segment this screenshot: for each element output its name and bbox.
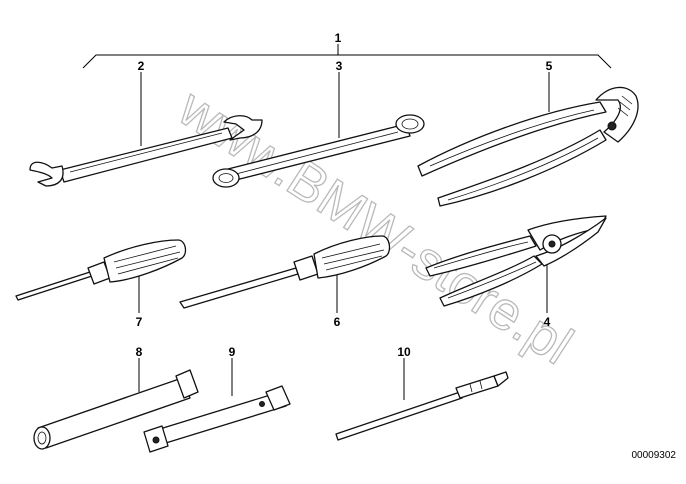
callout-labels: 1 2 3 5 7 6 4 8 9 10 bbox=[136, 31, 553, 359]
water-pump-pliers bbox=[417, 86, 639, 207]
socket-wrench bbox=[33, 369, 199, 450]
callout-1: 1 bbox=[335, 31, 342, 45]
callout-8: 8 bbox=[136, 345, 143, 359]
combination-pliers bbox=[425, 215, 607, 307]
group-bracket bbox=[82, 44, 612, 69]
double-socket-wrench bbox=[143, 385, 291, 453]
callout-10: 10 bbox=[397, 345, 411, 359]
callout-5: 5 bbox=[546, 59, 553, 73]
callout-2: 2 bbox=[138, 59, 145, 73]
callout-6: 6 bbox=[334, 315, 341, 329]
short-screwdriver bbox=[15, 239, 187, 301]
callout-4: 4 bbox=[544, 315, 551, 329]
diagram-code: 00009302 bbox=[632, 450, 677, 461]
punch-tool bbox=[335, 371, 509, 441]
open-end-wrench bbox=[29, 115, 263, 187]
callout-7: 7 bbox=[136, 315, 143, 329]
callout-9: 9 bbox=[229, 345, 236, 359]
long-screwdriver bbox=[179, 235, 391, 309]
ring-wrench bbox=[212, 114, 425, 188]
leader-lines bbox=[138, 72, 550, 400]
callout-3: 3 bbox=[336, 59, 343, 73]
